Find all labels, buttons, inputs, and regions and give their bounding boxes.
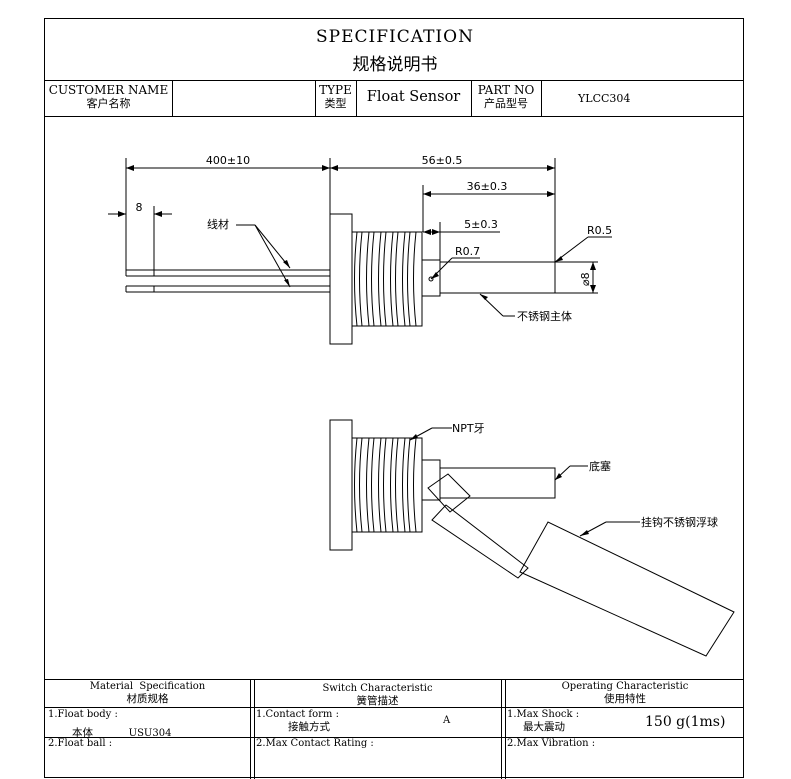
label-body: 不锈钢主体 (517, 309, 572, 323)
dim-5: 5±0.3 (464, 218, 498, 231)
arrowheads (118, 165, 596, 536)
divider (356, 80, 357, 116)
neck (421, 259, 441, 297)
row1-material: 1.Float body : 本体 USU304 (48, 709, 171, 740)
divider (250, 679, 251, 779)
customer-label: CUSTOMER NAME 客户名称 (45, 83, 172, 111)
row1-operating-label: 1.Max Shock : (507, 709, 580, 720)
type-label-en: TYPE (319, 83, 352, 97)
row1-operating: 1.Max Shock : 最大震动 (507, 709, 579, 733)
label-wire: 线材 (207, 217, 229, 231)
divider (471, 80, 472, 116)
part-label-cn: 产品型号 (484, 97, 528, 110)
row1-operating-value: 150 g(1ms) (645, 714, 726, 730)
row1-material-value: USU304 (128, 728, 172, 739)
hook-rod (431, 504, 529, 579)
type-label-cn: 类型 (324, 97, 347, 110)
flange-2 (329, 419, 353, 551)
row1-material-label: 1.Float body : (48, 709, 118, 720)
diameter-8: ⌀8 (579, 272, 592, 286)
divider (45, 679, 743, 680)
divider (45, 116, 743, 117)
material-header: Material Specification 材质规格 (45, 681, 250, 705)
material-header-en: Material Specification (89, 681, 206, 692)
row1-switch-label: 1.Contact form : (256, 709, 339, 720)
customer-label-en: CUSTOMER NAME (48, 83, 169, 97)
dim-400: 400±10 (206, 154, 250, 167)
thread-body (351, 231, 423, 327)
label-hook-ball: 挂钩不锈钢浮球 (641, 515, 718, 529)
technical-drawing: 400±10 56±0.5 36±0.3 5±0.3 8 R0.7 R0.5 ⌀… (108, 154, 735, 657)
flange (329, 213, 353, 345)
row1-material-label-cn: 本体 (72, 727, 93, 739)
part-label-en: PART NO (477, 83, 535, 97)
bottom-plug (439, 467, 556, 499)
hook (427, 473, 471, 513)
operating-header: Operating Characteristic 使用特性 (505, 681, 745, 705)
pivot-dot (428, 276, 434, 282)
switch-header: Switch Characteristic 簧管描述 (254, 683, 501, 707)
radius-r07: R0.7 (455, 245, 480, 258)
part-value: YLCC304 (578, 92, 631, 105)
title-cn: 规格说明书 (352, 55, 438, 75)
material-header-cn: 材质规格 (126, 693, 169, 705)
switch-header-cn: 簧管描述 (356, 695, 399, 707)
operating-header-en: Operating Characteristic (561, 681, 689, 692)
row1-switch-label-cn: 接触方式 (288, 721, 330, 733)
divider (45, 737, 743, 738)
thread-coils (354, 231, 417, 327)
thread-coils-2 (354, 437, 417, 533)
row1-operating-label-cn: 最大震动 (523, 721, 565, 733)
type-label: TYPE 类型 (315, 83, 356, 111)
dim-36: 36±0.3 (467, 180, 508, 193)
switch-header-en: Switch Characteristic (322, 683, 433, 694)
float-ball (519, 521, 735, 657)
divider (501, 679, 502, 779)
stem (439, 261, 556, 294)
leader-wire (254, 224, 291, 269)
divider (45, 80, 743, 81)
type-value: Float Sensor (366, 89, 461, 105)
dim-8: 8 (136, 201, 143, 214)
dim-56: 56±0.5 (422, 154, 463, 167)
leader-wire (254, 224, 291, 288)
label-npt: NPT牙 (452, 422, 485, 435)
divider (254, 679, 255, 779)
radius-r05: R0.5 (587, 224, 612, 237)
label-plug: 底塞 (589, 459, 611, 473)
divider (172, 80, 173, 116)
thread-body-2 (351, 437, 423, 533)
divider (45, 707, 743, 708)
divider (541, 80, 542, 116)
divider (315, 80, 316, 116)
neck-2 (421, 459, 441, 501)
row1-switch-value: A (443, 715, 451, 726)
part-label: PART NO 产品型号 (471, 83, 541, 111)
operating-header-cn: 使用特性 (604, 693, 646, 705)
title-en: SPECIFICATION (316, 27, 474, 47)
customer-label-cn: 客户名称 (86, 97, 131, 110)
divider (505, 679, 506, 779)
row1-switch: 1.Contact form : 接触方式 (256, 709, 339, 733)
